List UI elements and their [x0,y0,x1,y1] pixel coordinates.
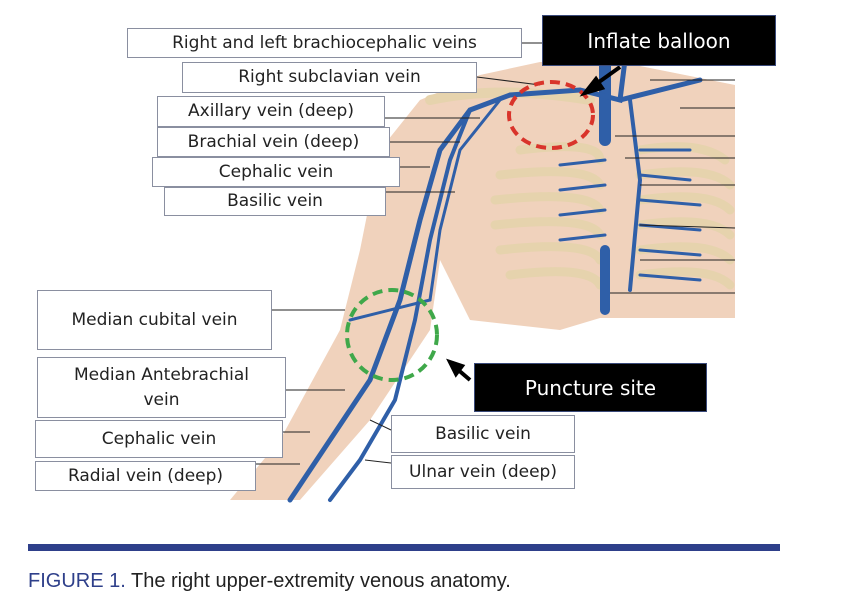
rib-cage [425,87,735,290]
venous-anatomy-illustration [230,42,736,503]
label-ulnar-vein: Ulnar vein (deep) [391,455,575,489]
leader-lines [256,42,736,465]
label-brachial-vein: Brachial vein (deep) [157,127,390,157]
caption-text: The right upper-extremity venous anatomy… [125,570,511,592]
label-brachiocephalic-veins: Right and left brachiocephalic veins [127,28,522,58]
label-axillary-vein: Axillary vein (deep) [157,96,385,127]
label-basilic-vein-lower: Basilic vein [391,415,575,453]
label-basilic-vein-upper: Basilic vein [164,187,386,216]
veins [287,54,703,503]
puncture-site-circle [345,288,439,382]
label-cephalic-vein-upper: Cephalic vein [152,157,400,187]
label-radial-vein: Radial vein (deep) [35,461,256,491]
label-cephalic-vein-lower: Cephalic vein [35,420,283,458]
figure-caption: FIGURE 1. The right upper-extremity veno… [28,570,511,593]
label-subclavian-vein: Right subclavian vein [182,62,477,93]
figure-number: FIGURE 1. [28,570,126,592]
caption-divider [28,544,780,551]
label-median-cubital-vein: Median cubital vein [37,290,272,350]
arrow-icon [446,65,622,382]
balloon-site-circle [507,80,595,150]
callout-inflate-balloon: Inflate balloon [542,15,776,66]
body-silhouette [230,62,735,500]
label-median-antebrachial-vein: Median Antebrachial vein [37,357,286,418]
callout-puncture-site: Puncture site [474,363,707,412]
